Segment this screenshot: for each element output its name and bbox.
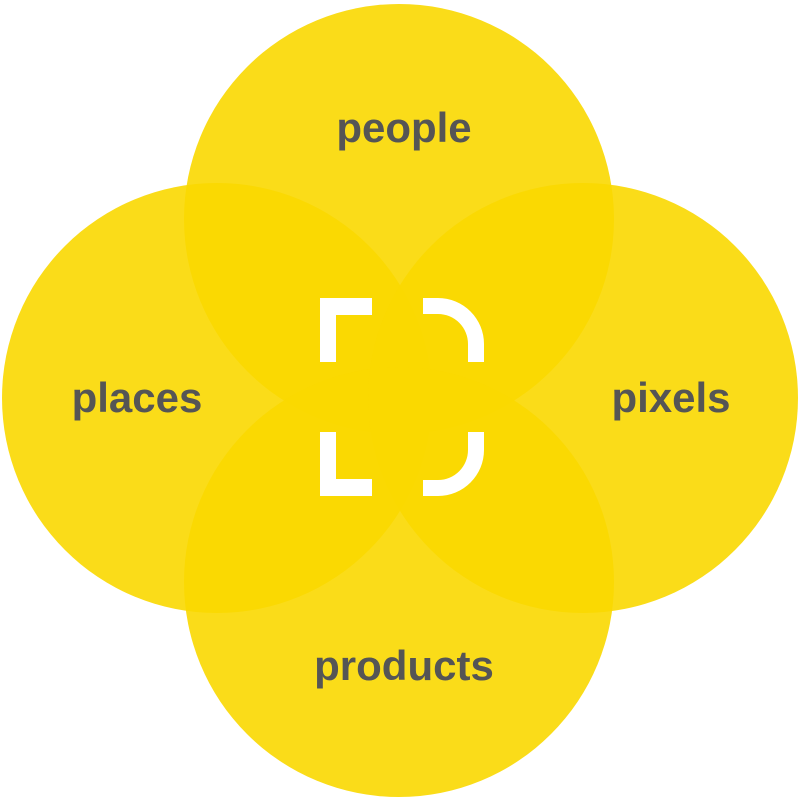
bracket-d-logo-icon bbox=[320, 298, 484, 496]
label-places: places bbox=[72, 374, 203, 421]
circle-products bbox=[184, 367, 614, 797]
label-pixels: pixels bbox=[611, 374, 730, 421]
label-people: people bbox=[336, 104, 471, 151]
label-products: products bbox=[314, 642, 494, 689]
